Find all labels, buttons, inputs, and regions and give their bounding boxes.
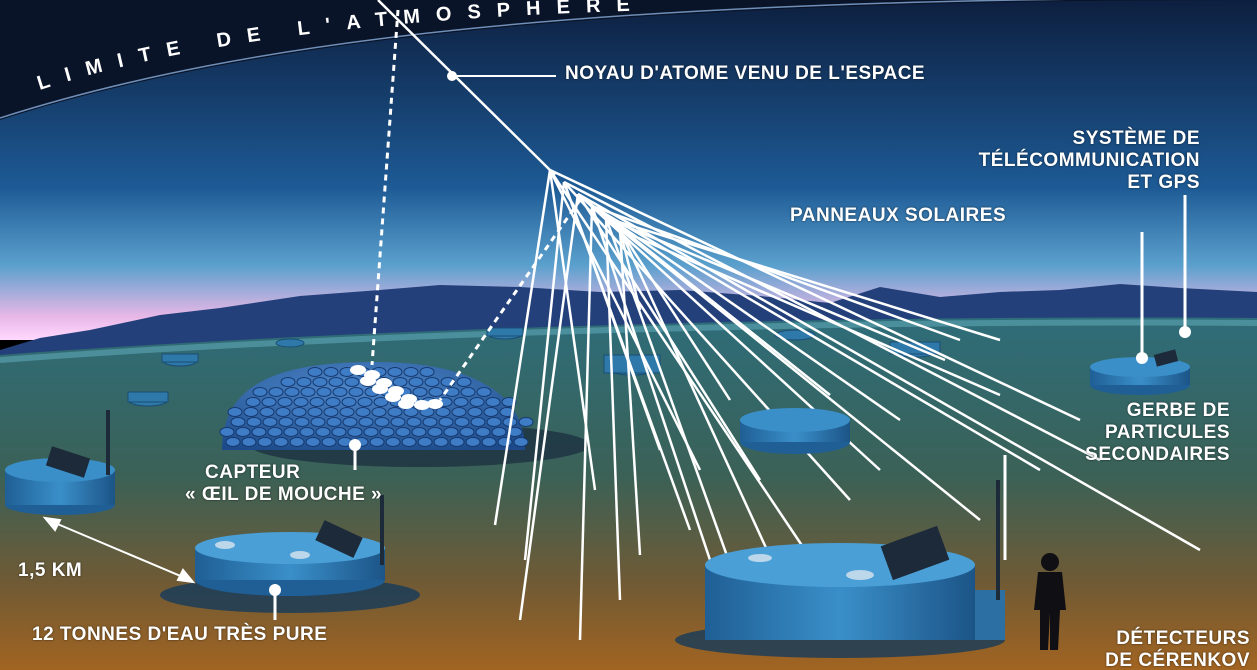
shower-ray [619,228,1001,397]
shower-ray [562,181,662,451]
shower-label-line1: GERBE DE [1126,400,1230,421]
fly-eye-label-line1: CAPTEUR [205,462,301,483]
shower-ray [590,205,722,591]
cherenkov-label: DÉTECTEURS DE CÉRENKOV [980,628,1250,670]
shower-ray [493,169,552,526]
shower-ray [605,216,1001,342]
nucleus-label: NOYAU D'ATOME VENU DE L'ESPACE [565,63,926,84]
telecom-label: SYSTÈME DE TÉLÉCOMMUNICATION ET GPS [880,128,1200,194]
tank-front-left [160,495,420,620]
shower-ray [591,204,1041,472]
shower-label-line2: PARTICULES [1105,422,1230,443]
shower-ray [523,181,566,561]
shower-ray [618,229,732,401]
shower-ray [577,192,1201,552]
tank-left [5,410,115,515]
solar-panels-label: PANNEAUX SOLAIRES [790,205,1007,226]
shower-ray [548,169,807,551]
shower-ray [618,229,642,556]
atmosphere-edge [0,0,1257,120]
distance-label: 1,5 KM [18,560,83,581]
distance-arrow [42,516,196,584]
cherenkov-label-line2: DE CÉRENKOV [1105,650,1250,670]
dotted-line-vertical [370,9,400,366]
dotted-line-diagonal [438,199,582,401]
shower-ray [591,204,901,422]
telecom-label-line2: TÉLÉCOMMUNICATION [978,150,1200,171]
shower-ray [577,193,831,396]
tank-right [1090,195,1191,395]
fly-eye-label-line2: « ŒIL DE MOUCHE » [185,484,383,505]
shower-label: GERBE DE PARTICULES SECONDAIRES [960,400,1230,466]
shower-ray [548,169,702,471]
fly-eye-label: CAPTEUR « ŒIL DE MOUCHE » [185,462,515,506]
telecom-label-line3: ET GPS [1127,172,1200,193]
primary-ray [377,0,556,176]
human-silhouette [1034,553,1066,650]
shower-ray [605,217,981,521]
shower-ray [604,217,752,621]
shower-ray [548,169,597,491]
tank-cherenkov [675,480,1005,658]
water-label: 12 TONNES D'EAU TRÈS PURE [32,624,328,645]
particle-shower [493,168,1201,641]
fly-eye-dome [219,362,590,467]
shower-ray [549,168,1081,422]
shower-ray [618,229,792,601]
shower-label-line3: SECONDAIRES [1085,444,1230,465]
lit-cells [350,365,443,410]
shower-ray [518,193,580,621]
shower-ray [591,204,961,342]
cherenkov-label-line1: DÉTECTEURS [1116,628,1250,649]
shower-ray [618,229,642,311]
nucleus-dot [447,71,457,81]
tank-middle [740,408,850,454]
telecom-label-line1: SYSTÈME DE [1072,128,1200,149]
shower-ray [604,217,622,601]
